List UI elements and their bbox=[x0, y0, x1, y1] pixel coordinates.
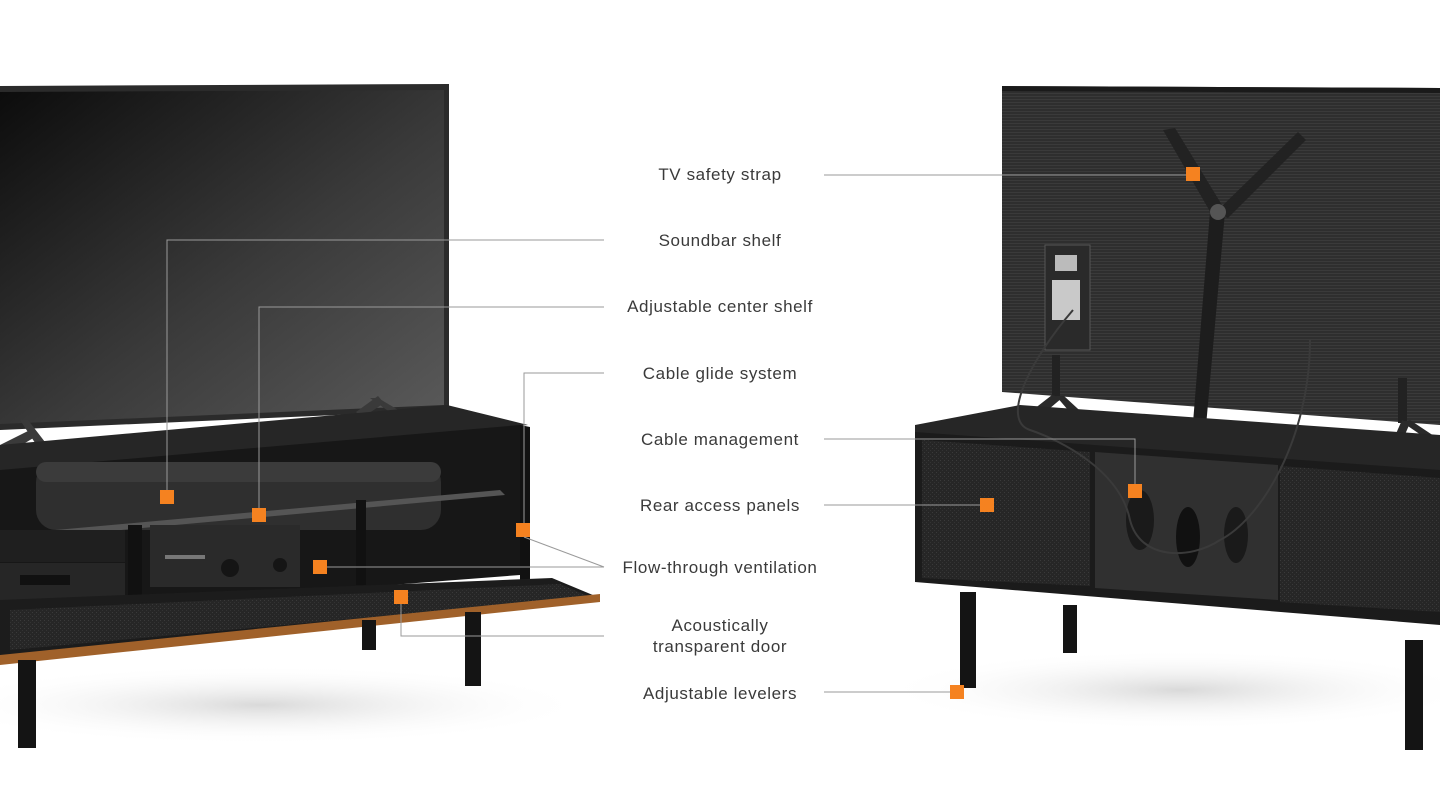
rear-view bbox=[880, 86, 1440, 750]
leader-line-soundbar-shelf bbox=[166, 239, 604, 497]
leader-line-adjustable-center-shelf bbox=[258, 306, 604, 515]
label-line: Flow-through ventilation bbox=[622, 558, 818, 577]
label-adjustable-center-shelf: Adjustable center shelf bbox=[590, 296, 850, 317]
label-cable-management: Cable management bbox=[590, 429, 850, 450]
label-adjustable-levelers: Adjustable levelers bbox=[590, 683, 850, 704]
marker-cable-management bbox=[1128, 484, 1142, 498]
marker-flow-through-ventilation bbox=[313, 560, 327, 574]
marker-adjustable-center-shelf bbox=[252, 508, 266, 522]
label-line: Rear access panels bbox=[639, 496, 801, 515]
marker-rear-access-panels bbox=[980, 498, 994, 512]
media-cabinet-rear bbox=[915, 309, 1440, 750]
leader-line-cable-management bbox=[824, 438, 1136, 491]
marker-tv-safety-strap bbox=[1186, 167, 1200, 181]
label-line: Adjustable center shelf bbox=[627, 297, 813, 316]
label-rear-access-panels: Rear access panels bbox=[590, 495, 850, 516]
leader-line-flow-through-ventilation-branch bbox=[523, 536, 605, 568]
label-line: TV safety strap bbox=[658, 165, 782, 184]
tv-front bbox=[0, 84, 449, 458]
marker-cable-glide-system bbox=[516, 523, 530, 537]
leader-line-cable-glide-system bbox=[523, 372, 604, 530]
leader-line-acoustically-transparent-door bbox=[400, 597, 604, 637]
marker-soundbar-shelf bbox=[160, 490, 174, 504]
label-cable-glide-system: Cable glide system bbox=[590, 363, 850, 384]
front-view bbox=[0, 84, 600, 748]
label-line: Cable management bbox=[641, 430, 799, 449]
label-acoustically-transparent-door: Acoustically transparent door bbox=[590, 615, 850, 657]
marker-adjustable-levelers bbox=[950, 685, 964, 699]
marker-acoustically-transparent-door bbox=[394, 590, 408, 604]
label-tv-safety-strap: TV safety strap bbox=[590, 164, 850, 185]
label-line: Cable glide system bbox=[642, 364, 798, 383]
label-line: Acoustically bbox=[671, 616, 769, 635]
label-soundbar-shelf: Soundbar shelf bbox=[590, 230, 850, 251]
tv-rear bbox=[1002, 86, 1440, 460]
callout-layer bbox=[160, 167, 1200, 699]
floor-shadow-right bbox=[880, 650, 1440, 730]
floor-shadow-left bbox=[0, 665, 590, 745]
label-line: Soundbar shelf bbox=[658, 231, 782, 250]
label-line: Adjustable levelers bbox=[642, 684, 798, 703]
label-flow-through-ventilation: Flow-through ventilation bbox=[590, 557, 850, 578]
label-line: transparent door bbox=[652, 637, 788, 656]
